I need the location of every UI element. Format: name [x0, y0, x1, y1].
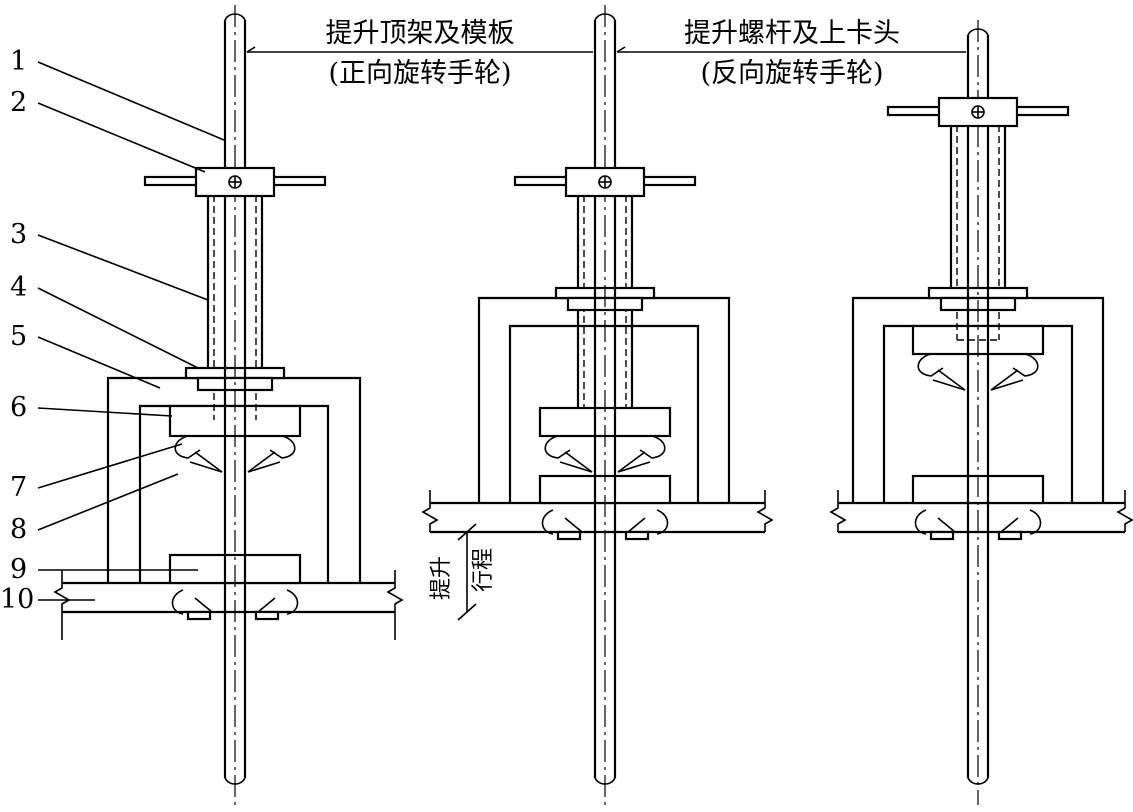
right-stage-subtitle: (反向旋转手轮) — [700, 58, 883, 89]
jack-sleeve-2 — [576, 195, 634, 408]
lifting-stroke-marker — [457, 523, 477, 621]
callout-10: 10 — [0, 584, 34, 615]
stage-2-assembly — [421, 5, 774, 805]
top-frame-2 — [477, 296, 731, 503]
callout-5: 5 — [10, 321, 27, 352]
upper-jaws-2 — [544, 435, 666, 473]
handwheel-3 — [886, 96, 1070, 128]
lower-jaws-1 — [171, 589, 299, 621]
callout-3: 3 — [10, 219, 27, 250]
callout-8: 8 — [10, 514, 27, 545]
callout-numbers: 1 2 3 4 5 6 7 8 9 10 — [0, 46, 34, 615]
screw-rod-3 — [966, 20, 990, 805]
screw-rod-1 — [223, 5, 247, 805]
upper-jaws-1 — [174, 435, 296, 473]
left-stage-subtitle: (正向旋转手轮) — [328, 58, 511, 89]
stroke-label-a: 提升 — [429, 556, 454, 600]
upper-jaws-3 — [917, 353, 1039, 391]
callout-1: 1 — [10, 46, 27, 77]
right-stage-title: 提升螺杆及上卡头 — [684, 18, 900, 49]
callout-6: 6 — [10, 392, 27, 423]
stage-3-assembly — [829, 20, 1133, 805]
handwheel-1 — [143, 166, 327, 198]
lower-jaws-2 — [541, 509, 669, 541]
callout-leaders — [37, 61, 225, 601]
callout-4: 4 — [10, 272, 27, 303]
callout-7: 7 — [10, 472, 27, 503]
callout-2: 2 — [10, 87, 27, 118]
lower-jaws-3 — [914, 509, 1042, 541]
callout-9: 9 — [10, 554, 27, 585]
handwheel-2 — [513, 166, 697, 198]
left-stage-title: 提升顶架及模板 — [326, 18, 515, 49]
stage-1-assembly — [53, 5, 404, 805]
stroke-label-b: 行程 — [471, 548, 496, 592]
screw-rod-2 — [593, 5, 617, 805]
stage-arrows — [246, 46, 966, 53]
